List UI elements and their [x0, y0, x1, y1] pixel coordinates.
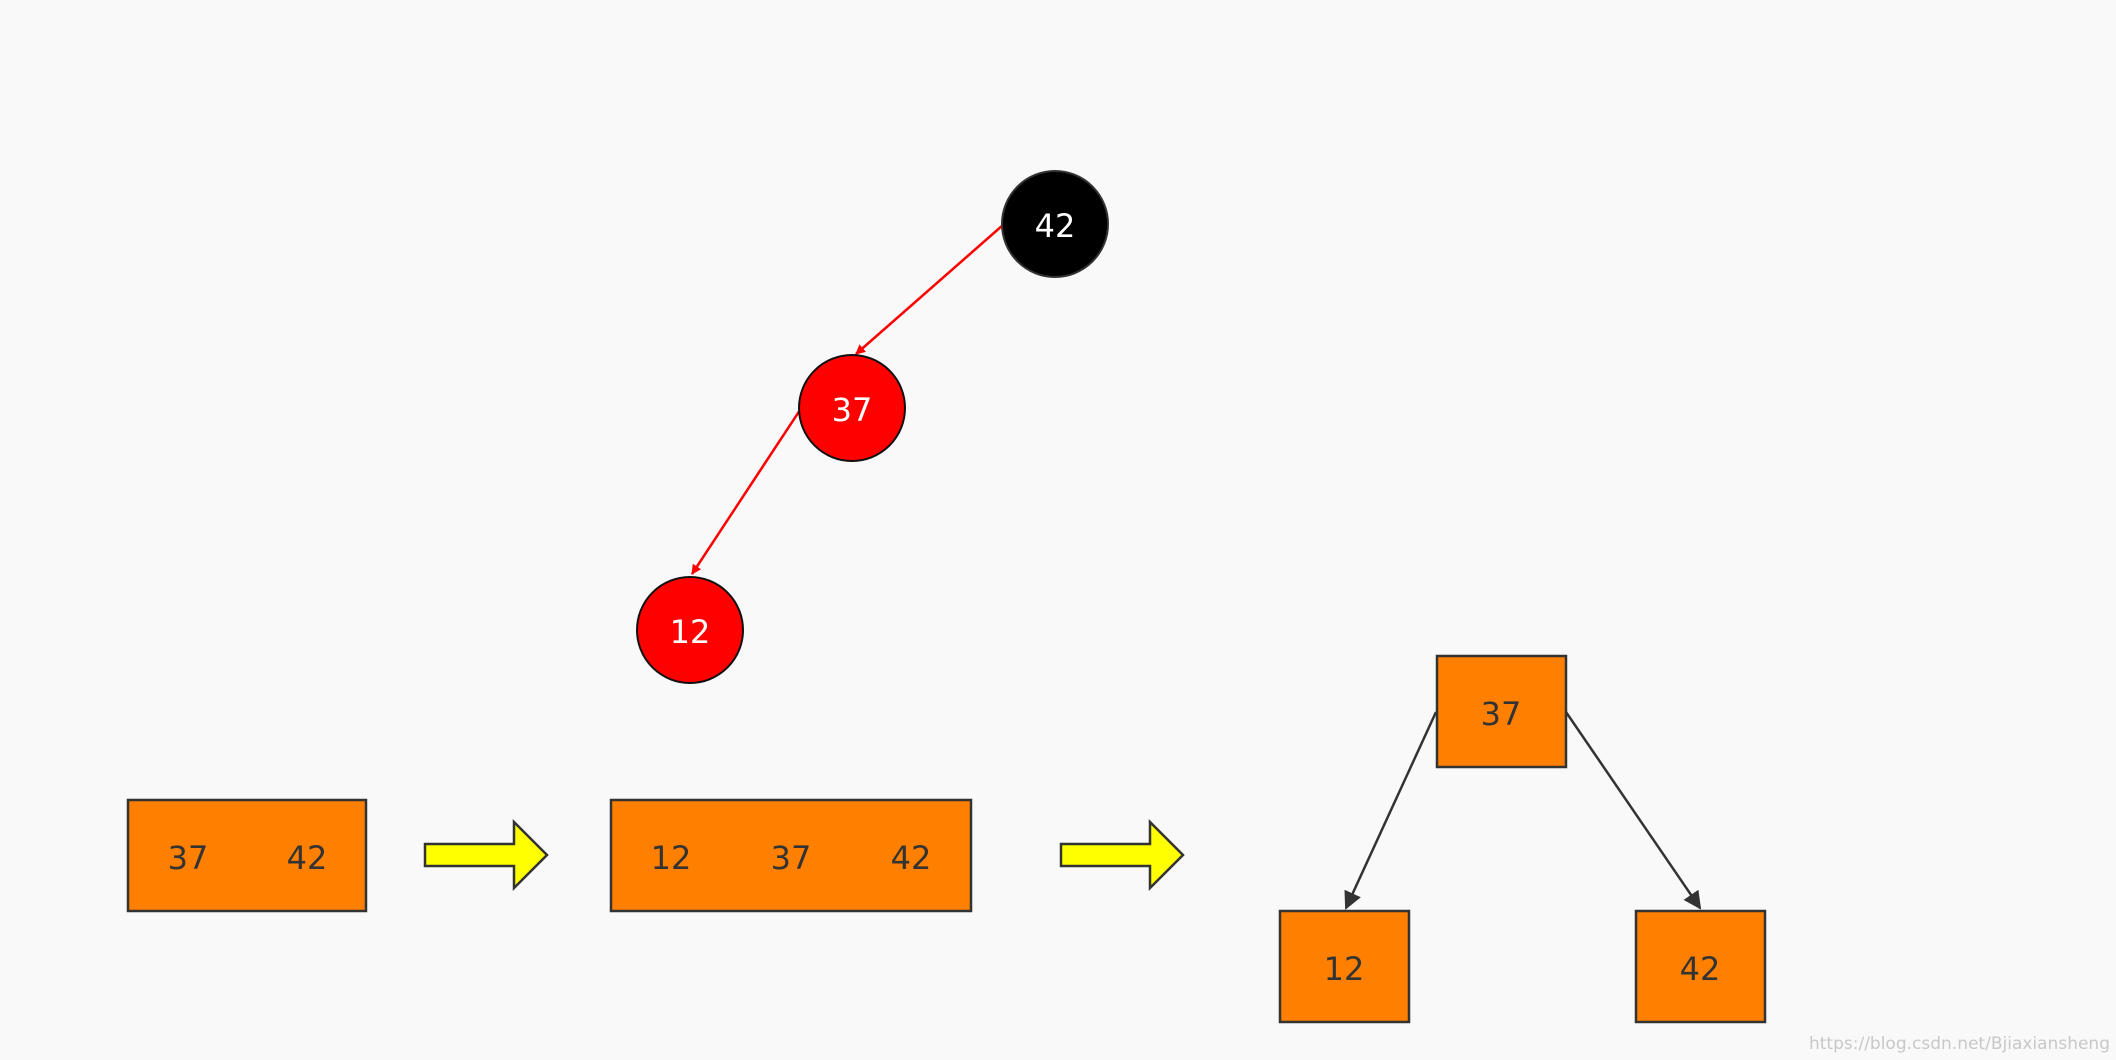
rb-node-left-grandchild-label: 12	[670, 613, 711, 651]
temp-four-node-box: 12 37 42	[609, 798, 973, 913]
split-left-key: 12	[1324, 950, 1365, 988]
rb-node-left-grandchild: 12	[636, 576, 744, 684]
rb-node-root: 42	[1001, 170, 1109, 278]
edge-split-parent-to-left	[1344, 711, 1438, 910]
two-node-key-1: 37	[168, 839, 209, 877]
split-parent-box: 37	[1435, 654, 1568, 769]
two-node-key-2: 42	[287, 839, 328, 877]
split-right-box: 42	[1634, 909, 1767, 1024]
split-parent-key: 37	[1481, 695, 1522, 733]
split-left-box: 12	[1278, 909, 1411, 1024]
edge-37-to-12	[690, 409, 802, 575]
temp-four-node-key-2: 37	[771, 839, 812, 877]
two-node-box: 37 42	[126, 798, 368, 913]
right-arrow-icon	[1059, 818, 1185, 892]
watermark: https://blog.csdn.net/Bjiaxiansheng	[1808, 1034, 2110, 1054]
rb-node-left-child: 37	[798, 354, 906, 462]
right-arrow-icon	[423, 818, 549, 892]
edge-split-parent-to-right	[1564, 711, 1702, 910]
split-right-key: 42	[1680, 950, 1721, 988]
edge-42-to-37	[855, 224, 1004, 355]
rb-node-left-child-label: 37	[832, 391, 873, 429]
temp-four-node-key-1: 12	[651, 839, 692, 877]
temp-four-node-key-3: 42	[891, 839, 932, 877]
rb-node-root-label: 42	[1035, 207, 1076, 245]
